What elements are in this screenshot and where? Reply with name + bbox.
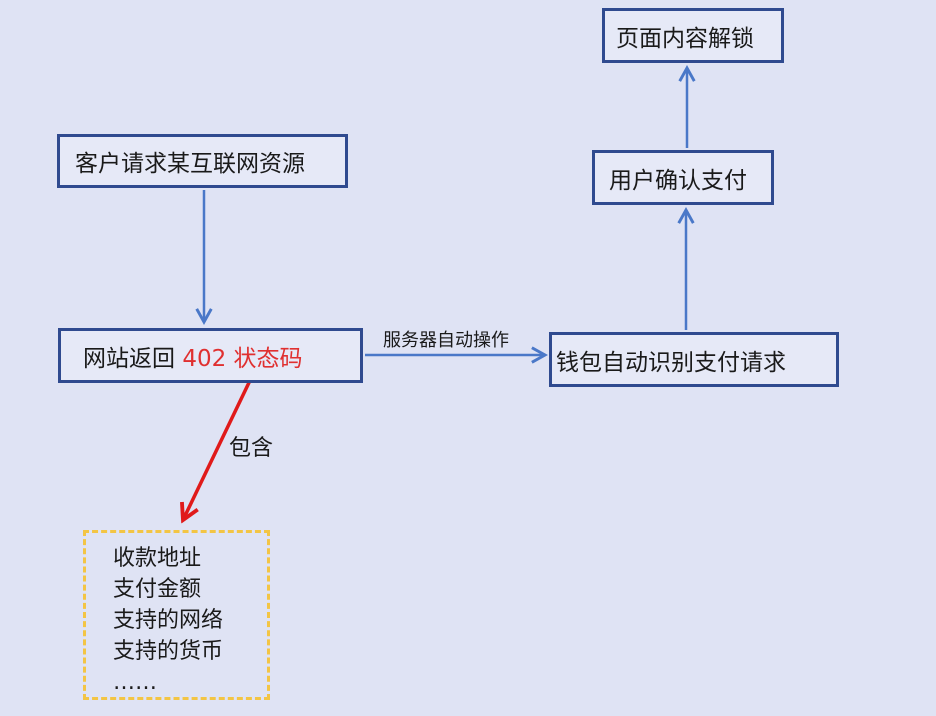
node-402-response: 网站返回 402 状态码 — [58, 328, 363, 383]
payment-info-box: 收款地址 支付金额 支持的网络 支持的货币 …… — [83, 530, 270, 700]
arrow-402-to-info — [183, 367, 258, 520]
info-item: 支持的货币 — [113, 639, 224, 664]
info-item: 支付金额 — [113, 577, 202, 602]
node-client-request-label: 客户请求某互联网资源 — [75, 151, 305, 177]
node-402-prefix: 网站返回 — [83, 345, 175, 372]
node-402-status-code: 402 状态码 — [182, 345, 303, 372]
info-item: …… — [113, 670, 157, 695]
edge-label-server-auto: 服务器自动操作 — [383, 330, 509, 351]
info-item: 支持的网络 — [113, 608, 224, 633]
info-item: 收款地址 — [113, 546, 202, 571]
node-user-confirm: 用户确认支付 — [592, 150, 774, 205]
node-content-unlock: 页面内容解锁 — [602, 8, 784, 63]
node-content-unlock-label: 页面内容解锁 — [616, 25, 754, 52]
node-user-confirm-label: 用户确认支付 — [609, 167, 747, 194]
node-wallet-detect: 钱包自动识别支付请求 — [549, 332, 839, 387]
edge-label-contains: 包含 — [229, 436, 274, 461]
node-wallet-detect-label: 钱包自动识别支付请求 — [556, 349, 786, 376]
node-client-request: 客户请求某互联网资源 — [57, 134, 348, 188]
